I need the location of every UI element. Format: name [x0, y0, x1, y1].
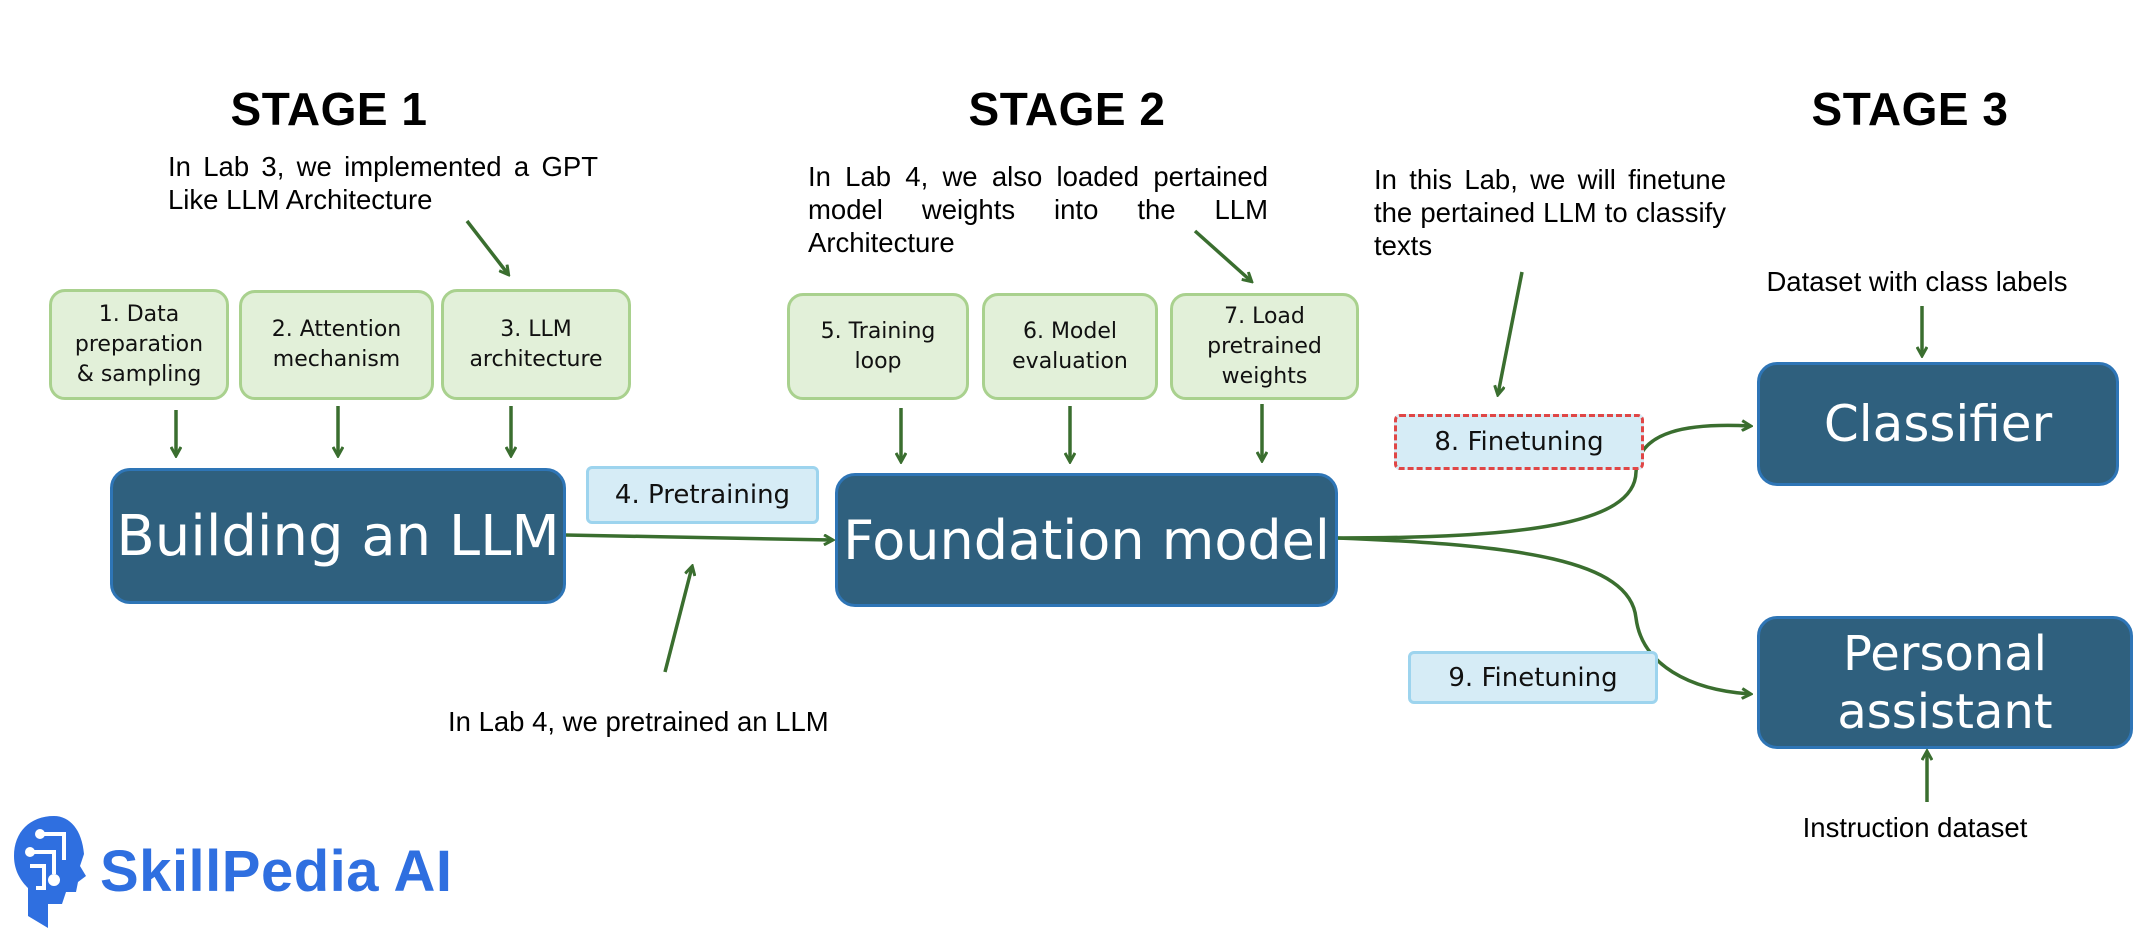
note-lab4-pretrain: In Lab 4, we pretrained an LLM	[448, 706, 829, 737]
note-dataset-class-labels: Dataset with class labels	[1766, 266, 2068, 297]
step-2-attention-mechanism: 2. Attention mechanism	[239, 290, 434, 400]
step-3-llm-architecture: 3. LLM architecture	[441, 289, 631, 400]
arrow-lab3-to-llm-architecture	[465, 219, 508, 274]
robot-head-icon	[10, 812, 100, 932]
step-9-finetuning: 9. Finetuning	[1408, 651, 1658, 704]
step-4-pretraining: 4. Pretraining	[586, 466, 819, 524]
building-an-llm-box: Building an LLM	[110, 468, 566, 604]
step-2-label: 2. Attention mechanism	[271, 317, 402, 372]
step-1-data-preparation: 1. Data preparation & sampling	[49, 289, 229, 400]
stage-2-title: STAGE 2	[968, 83, 1166, 135]
note-instruction-dataset: Instruction dataset	[1802, 812, 2028, 843]
note-this-lab: In this Lab, we will finetune the pertai…	[1374, 164, 1726, 261]
step-7-label: 7. Load pretrained weights	[1207, 303, 1322, 389]
arrow-foundation-to-classifier	[1336, 425, 1750, 540]
arrow-this-lab-to-finetuning	[1498, 271, 1524, 394]
personal-assistant-box: Personal assistant	[1757, 616, 2133, 749]
arrow-lab4-weights-to-load	[1193, 229, 1251, 281]
arrow-lab4-pretrain-note	[663, 567, 692, 673]
step-7-load-pretrained-weights: 7. Load pretrained weights	[1170, 293, 1359, 400]
logo-wordmark: SkillPedia AI	[100, 839, 453, 904]
stage-3-title: STAGE 3	[1811, 83, 2009, 135]
step-3-label: 3. LLM architecture	[469, 316, 603, 372]
step-8-finetuning: 8. Finetuning	[1394, 414, 1644, 470]
step-5-label: 5. Training loop	[820, 318, 936, 374]
arrow-foundation-to-assistant	[1336, 536, 1750, 694]
step-6-model-evaluation: 6. Model evaluation	[982, 293, 1158, 400]
classifier-box: Classifier	[1757, 362, 2119, 486]
stage-1-title: STAGE 1	[230, 83, 428, 135]
foundation-model-box: Foundation model	[835, 473, 1338, 607]
note-lab4-weights: In Lab 4, we also loaded pertained model…	[808, 161, 1268, 258]
step-6-label: 6. Model evaluation	[1012, 318, 1128, 374]
step-1-label: 1. Data preparation & sampling	[74, 301, 204, 387]
personal-assistant-label: Personal assistant	[1837, 625, 2053, 740]
step-5-training-loop: 5. Training loop	[787, 293, 969, 400]
note-lab3: In Lab 3, we implemented a GPT Like LLM …	[168, 151, 598, 215]
arrow-building-to-foundation	[564, 533, 832, 540]
